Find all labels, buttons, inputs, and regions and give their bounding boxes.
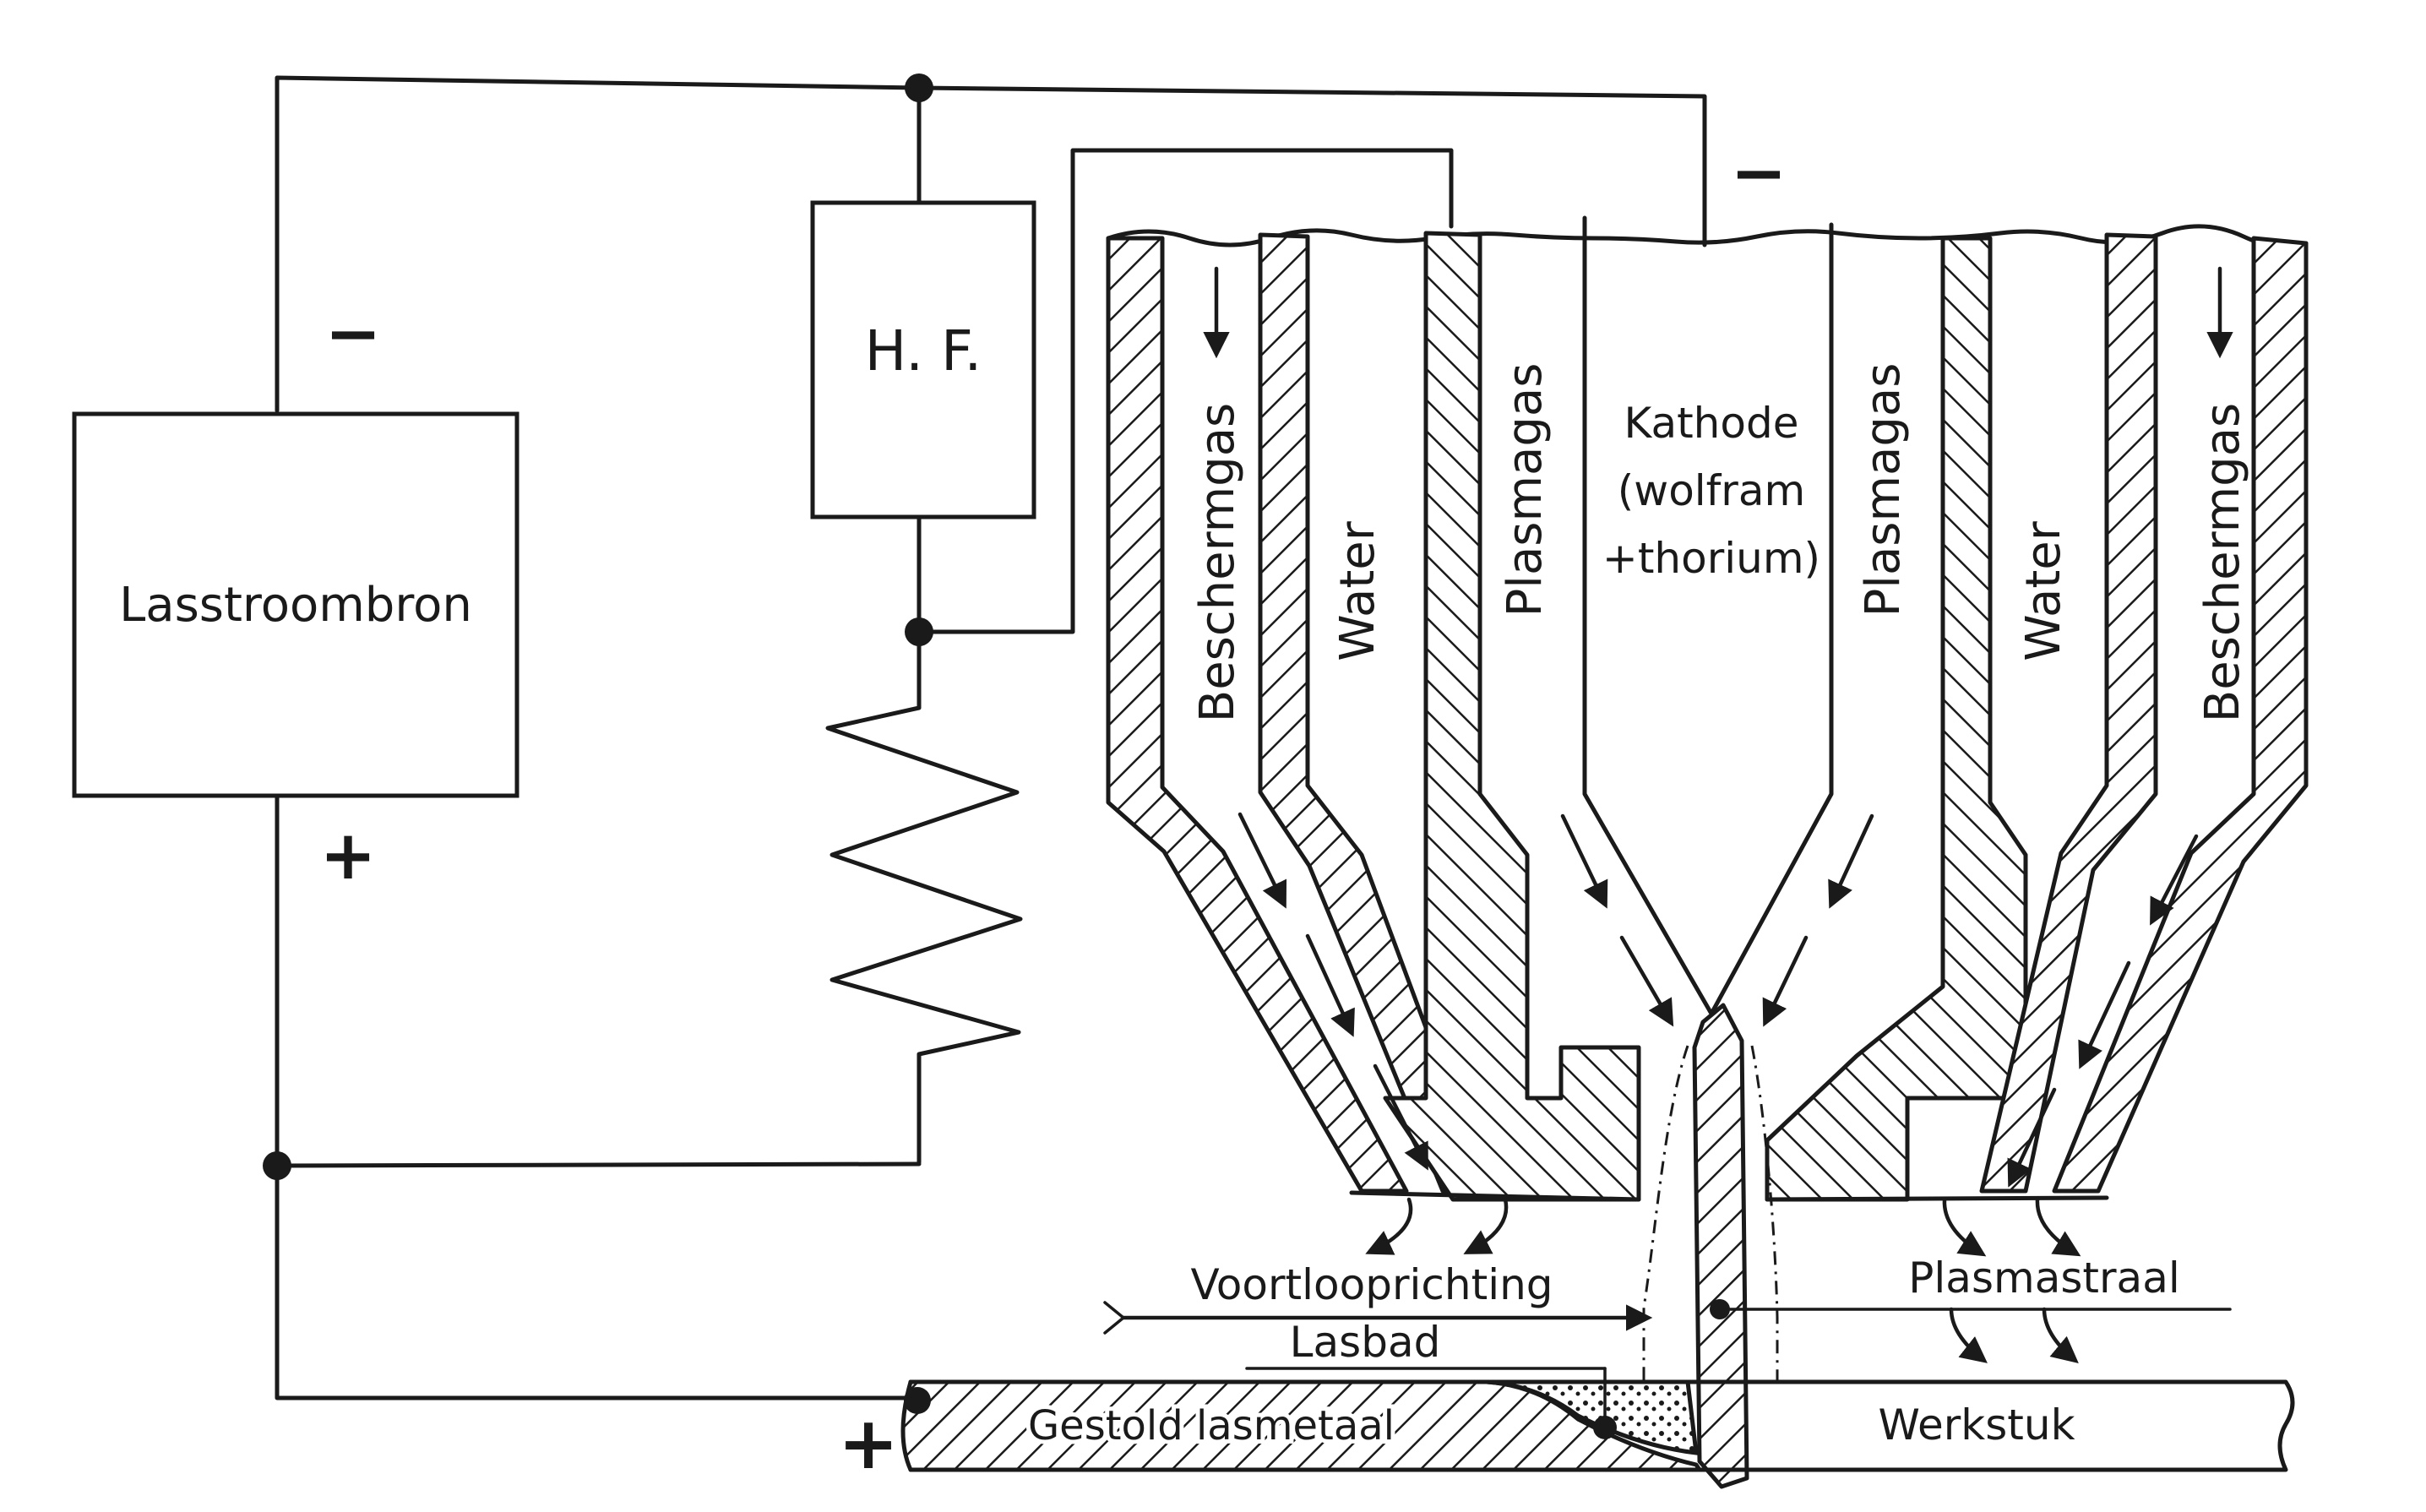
power-source-minus: −: [324, 294, 381, 373]
hf-generator: H. F.: [810, 200, 1036, 519]
label-plasmastraal: Plasmastraal: [1908, 1254, 2179, 1303]
label-water-left: Water: [1330, 520, 1385, 661]
label-plasmagas-left: Plasmagas: [1498, 363, 1553, 617]
workpiece-plus: +: [838, 1401, 899, 1486]
flow-arrows: [1203, 266, 2233, 1364]
label-kathode: Kathode: [1624, 399, 1799, 448]
junction-node-bottom: [263, 1151, 291, 1180]
power-source: Lasstroombron: [72, 411, 519, 798]
label-voortlooprichting: Voortlooprichting: [1190, 1260, 1553, 1309]
label-kathode-material-1: (wolfram: [1618, 466, 1805, 515]
label-beschermgas-left: Beschermgas: [1190, 403, 1245, 722]
label-beschermgas-right: Beschermgas: [2195, 403, 2250, 722]
hf-label: H. F.: [865, 318, 982, 383]
label-gestold-lasmetaal: Gestold lasmetaal: [1028, 1402, 1395, 1449]
label-lasbad: Lasbad: [1290, 1318, 1441, 1367]
junction-node-top: [905, 73, 933, 102]
junction-node-hf: [905, 617, 933, 646]
workpiece: [900, 1299, 2295, 1472]
torch-body: [1106, 215, 2309, 1489]
label-kathode-material-2: +thorium): [1602, 534, 1820, 583]
cathode-minus: −: [1730, 133, 1787, 212]
label-water-right: Water: [2016, 520, 2071, 661]
label-werkstuk: Werkstuk: [1878, 1401, 2075, 1449]
leader-lines: [1103, 1301, 2232, 1429]
power-source-plus: +: [319, 816, 376, 895]
power-source-label: Lasstroombron: [119, 578, 472, 633]
label-plasmagas-right: Plasmagas: [1856, 363, 1911, 617]
